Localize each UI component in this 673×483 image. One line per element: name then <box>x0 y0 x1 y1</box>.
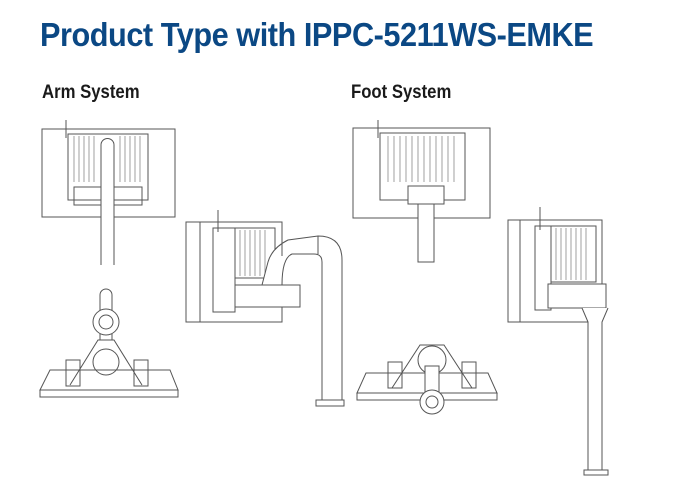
arm-back-view-drawing <box>41 120 176 265</box>
foot-back-view-drawing <box>352 120 491 263</box>
foot-bottom-view-drawing <box>356 344 498 415</box>
page-title: Product Type with IPPC-5211WS-EMKE <box>40 16 594 53</box>
arm-system-heading: Arm System <box>42 82 140 103</box>
arm-side-view-drawing <box>185 210 345 407</box>
arm-bottom-view-drawing <box>39 288 179 398</box>
foot-system-heading: Foot System <box>351 82 452 103</box>
foot-side-view-drawing <box>507 207 609 476</box>
